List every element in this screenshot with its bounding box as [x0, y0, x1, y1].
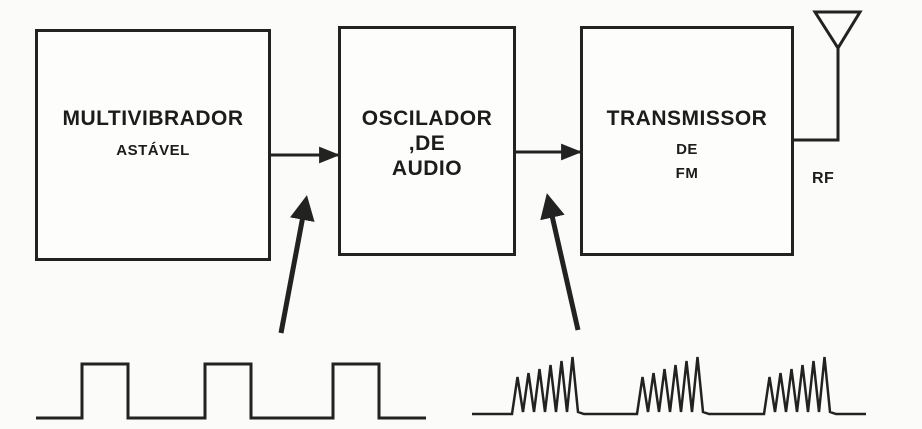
arrow-pointer-square-wave [278, 195, 315, 334]
antenna-feed-line [793, 48, 840, 142]
antenna-icon [812, 10, 863, 51]
oscillator-line-audio: AUDIO [391, 157, 463, 180]
multivibrator-title: MULTIVIBRADOR [62, 107, 244, 130]
transmitter-line-fm: FM [675, 165, 699, 182]
square-wave-signal [36, 362, 426, 420]
transmitter-line-de: DE [676, 141, 698, 158]
transmitter-title: TRANSMISSOR [606, 107, 768, 130]
arrow-pointer-audio-bursts [540, 193, 581, 331]
multivibrator-subtitle: ASTÁVEL [116, 142, 190, 159]
audio-burst-signal [472, 356, 866, 416]
rf-output-label: RF [812, 170, 835, 187]
multivibrator-block: MULTIVIBRADOR ASTÁVEL [35, 29, 271, 261]
fm-transmitter-block: TRANSMISSOR DE FM [580, 26, 794, 256]
oscillator-title: OSCILADOR [361, 107, 493, 130]
audio-oscillator-block: OSCILADOR ,DE AUDIO [338, 26, 516, 256]
oscillator-line-de: ,DE [408, 132, 446, 155]
